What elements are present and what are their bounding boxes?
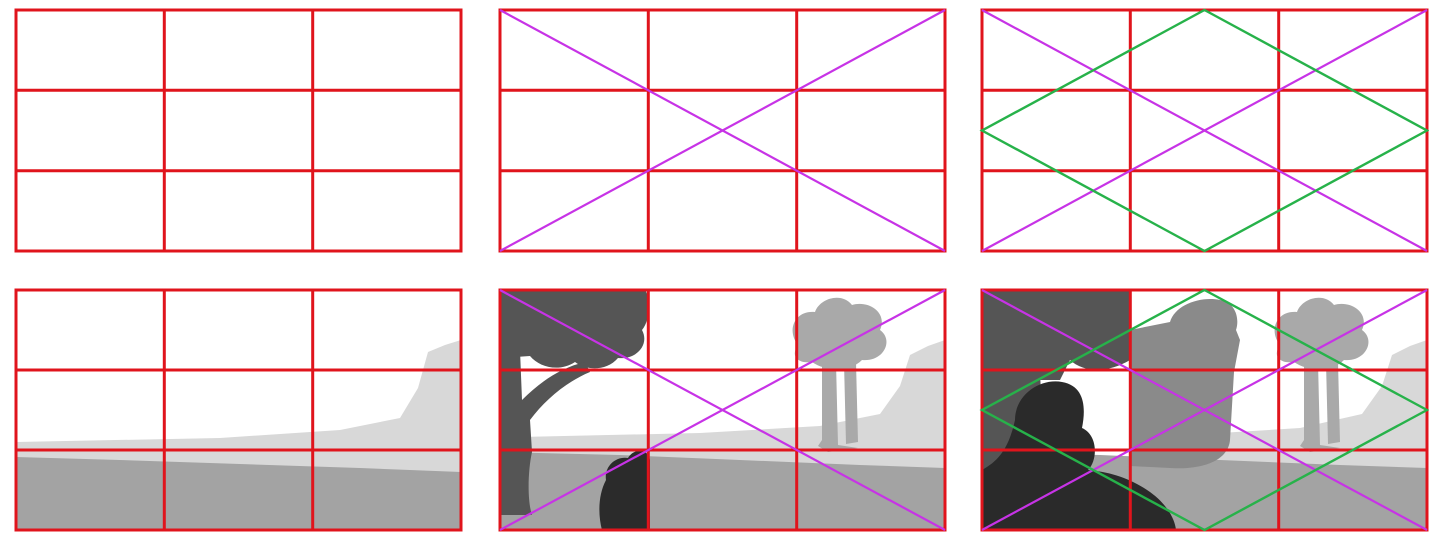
panel-background — [16, 10, 461, 251]
panel-landscape-thirds-grid — [16, 290, 461, 530]
panel-thirds-grid-diagonals — [500, 10, 945, 251]
panel-thirds-grid — [16, 10, 461, 251]
panel-thirds-grid-diagonals-diamond — [982, 10, 1427, 251]
distant-tree-trunk — [1326, 362, 1340, 444]
dark-tree-canopy — [982, 290, 1130, 380]
distant-tree-trunk — [844, 362, 858, 444]
panel-landscape-diagonals — [500, 290, 945, 530]
panel-landscape-diagonals-diamond — [982, 290, 1427, 530]
